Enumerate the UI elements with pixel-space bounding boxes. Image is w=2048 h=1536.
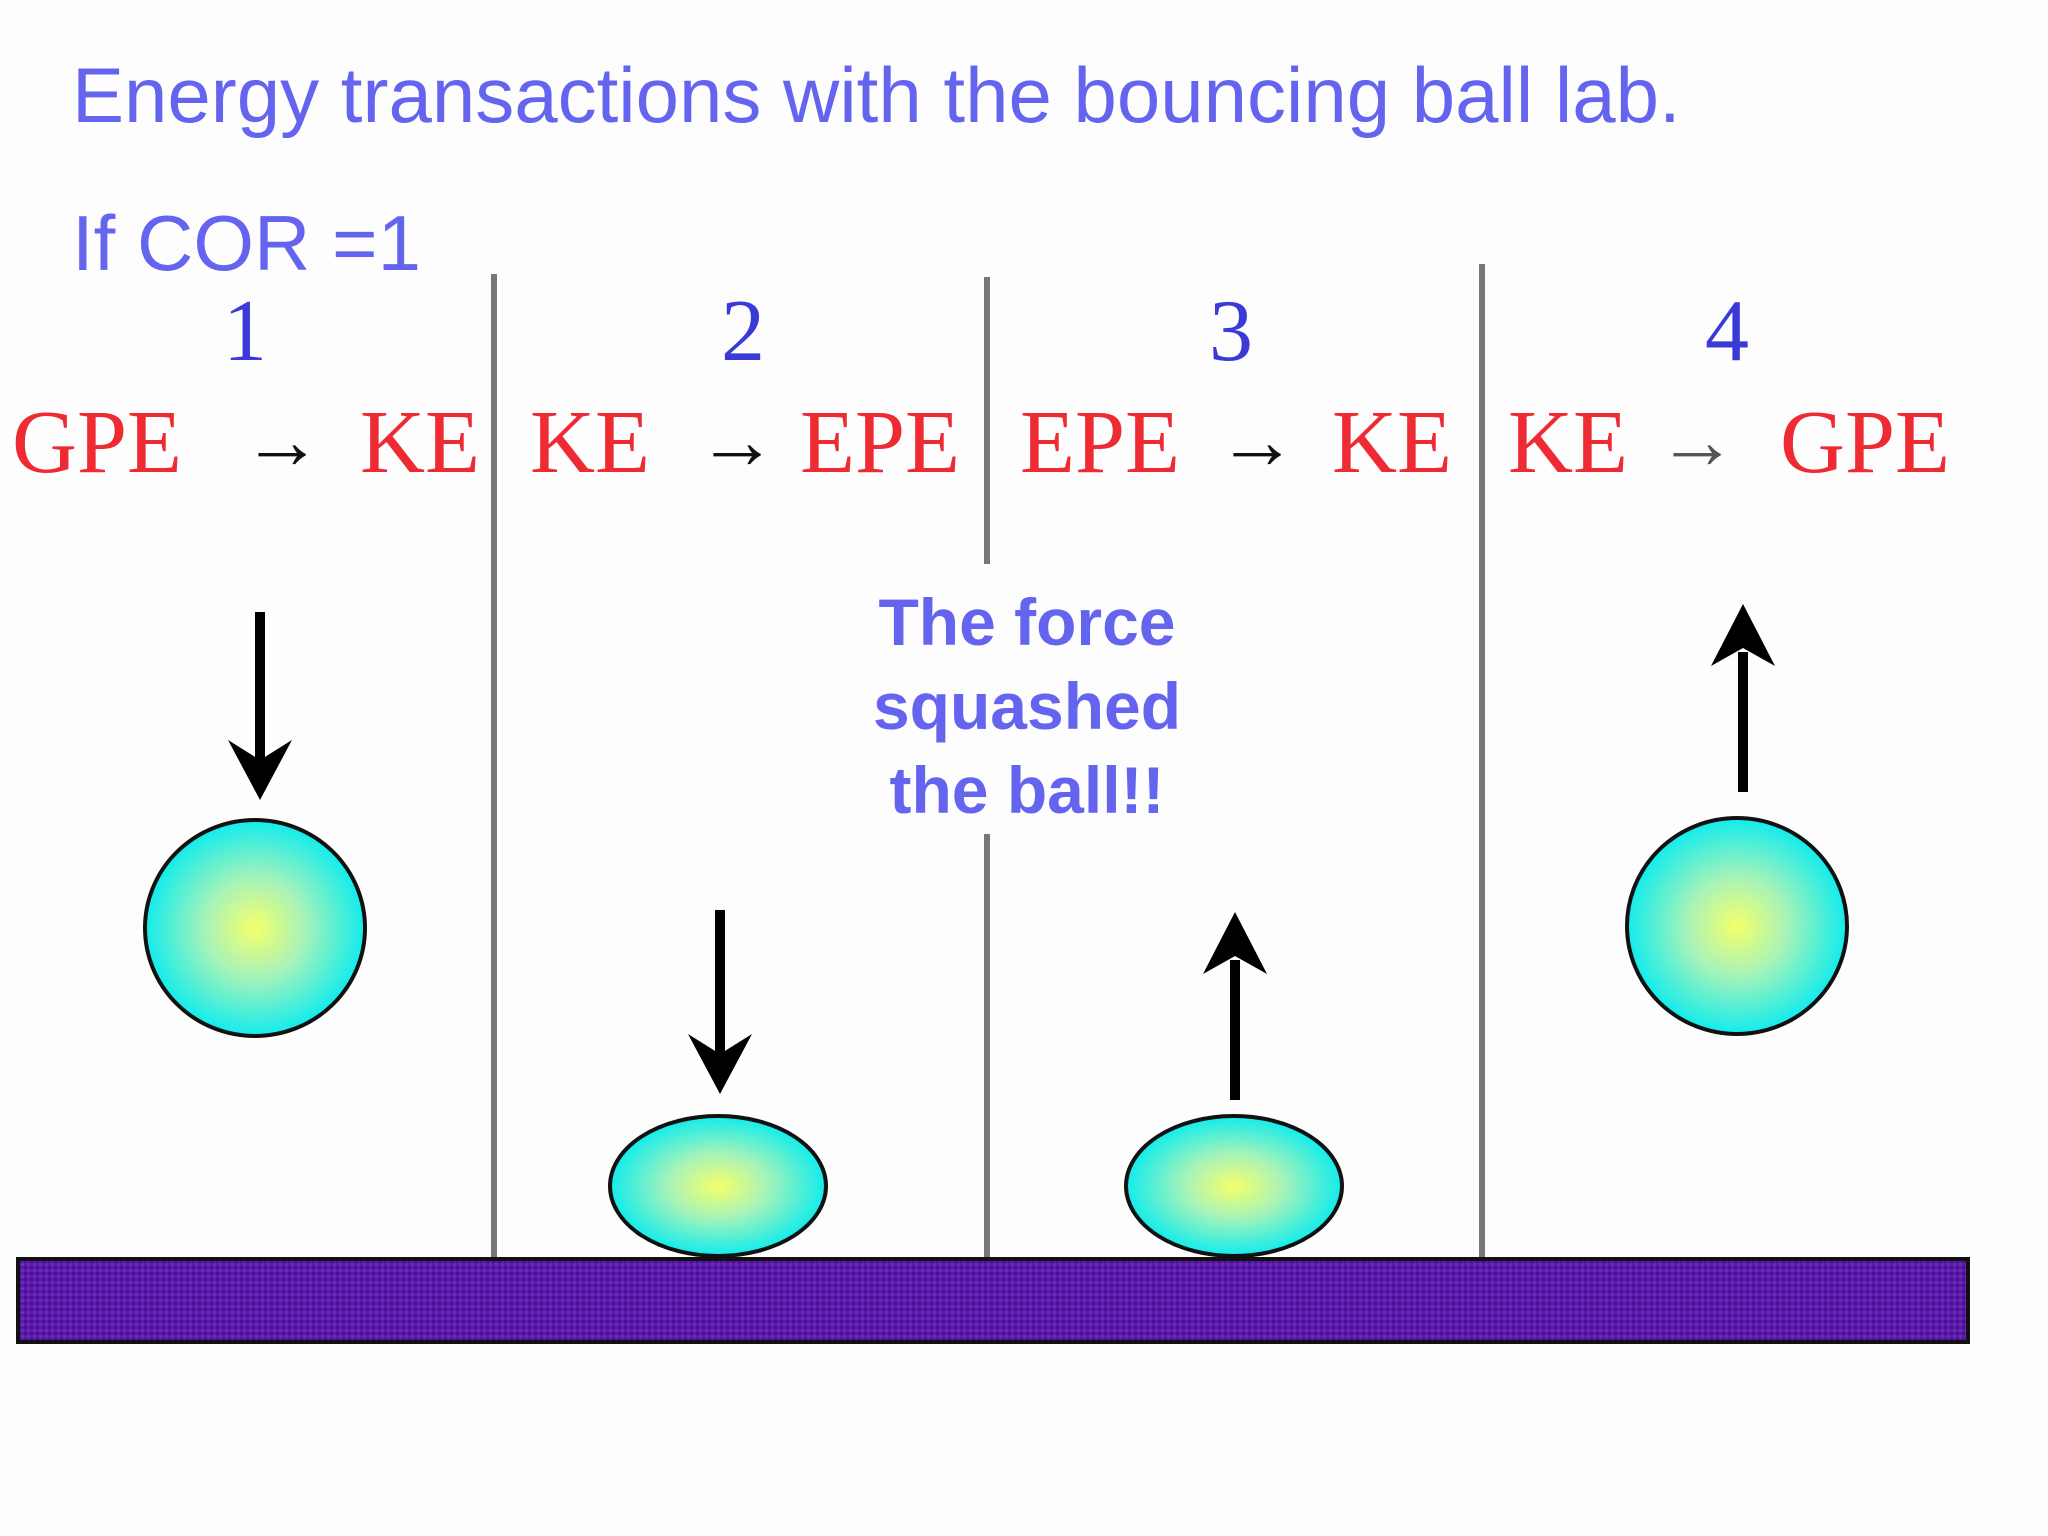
up-arrow-icon <box>1711 604 1775 792</box>
step-number-1: 1 <box>223 283 267 380</box>
down-arrow-icon <box>688 910 752 1094</box>
energy-to-1: KE <box>360 393 480 492</box>
slide-title: Energy transactions with the bouncing ba… <box>72 51 1681 139</box>
squash-note-line-3: the ball!! <box>889 753 1165 827</box>
energy-from-1-initial: GPE <box>12 393 182 492</box>
squash-note: The force squashed the ball!! <box>862 580 1192 832</box>
down-arrow-icon <box>228 612 292 800</box>
slide-subtitle: If COR =1 <box>72 199 421 287</box>
energy-to-2: EPE <box>800 393 960 492</box>
squash-note-line-1: The force <box>878 585 1176 659</box>
squash-note-line-2: squashed <box>872 669 1182 743</box>
ball-round-4 <box>1625 816 1849 1036</box>
energy-from-3: EPE <box>1020 393 1180 492</box>
energy-from-1: GPE <box>12 393 182 492</box>
transfer-arrow-2: → <box>697 398 777 486</box>
transfer-arrow-4: → <box>1657 398 1737 486</box>
ball-squashed-2 <box>608 1114 828 1258</box>
step-number-3: 3 <box>1209 283 1253 380</box>
transfer-arrow-3: → <box>1217 398 1297 486</box>
energy-to-4: GPE <box>1780 393 1950 492</box>
step-number-2: 2 <box>721 283 765 380</box>
energy-from-4: KE <box>1508 393 1628 492</box>
floor <box>16 1257 1970 1344</box>
step-number-4: 4 <box>1705 283 1749 380</box>
transfer-arrow-1: → <box>242 398 322 486</box>
ball-round-1 <box>143 818 367 1038</box>
up-arrow-icon <box>1203 912 1267 1100</box>
energy-from-2: KE <box>530 393 650 492</box>
ball-squashed-3 <box>1124 1114 1344 1258</box>
energy-to-3: KE <box>1332 393 1452 492</box>
